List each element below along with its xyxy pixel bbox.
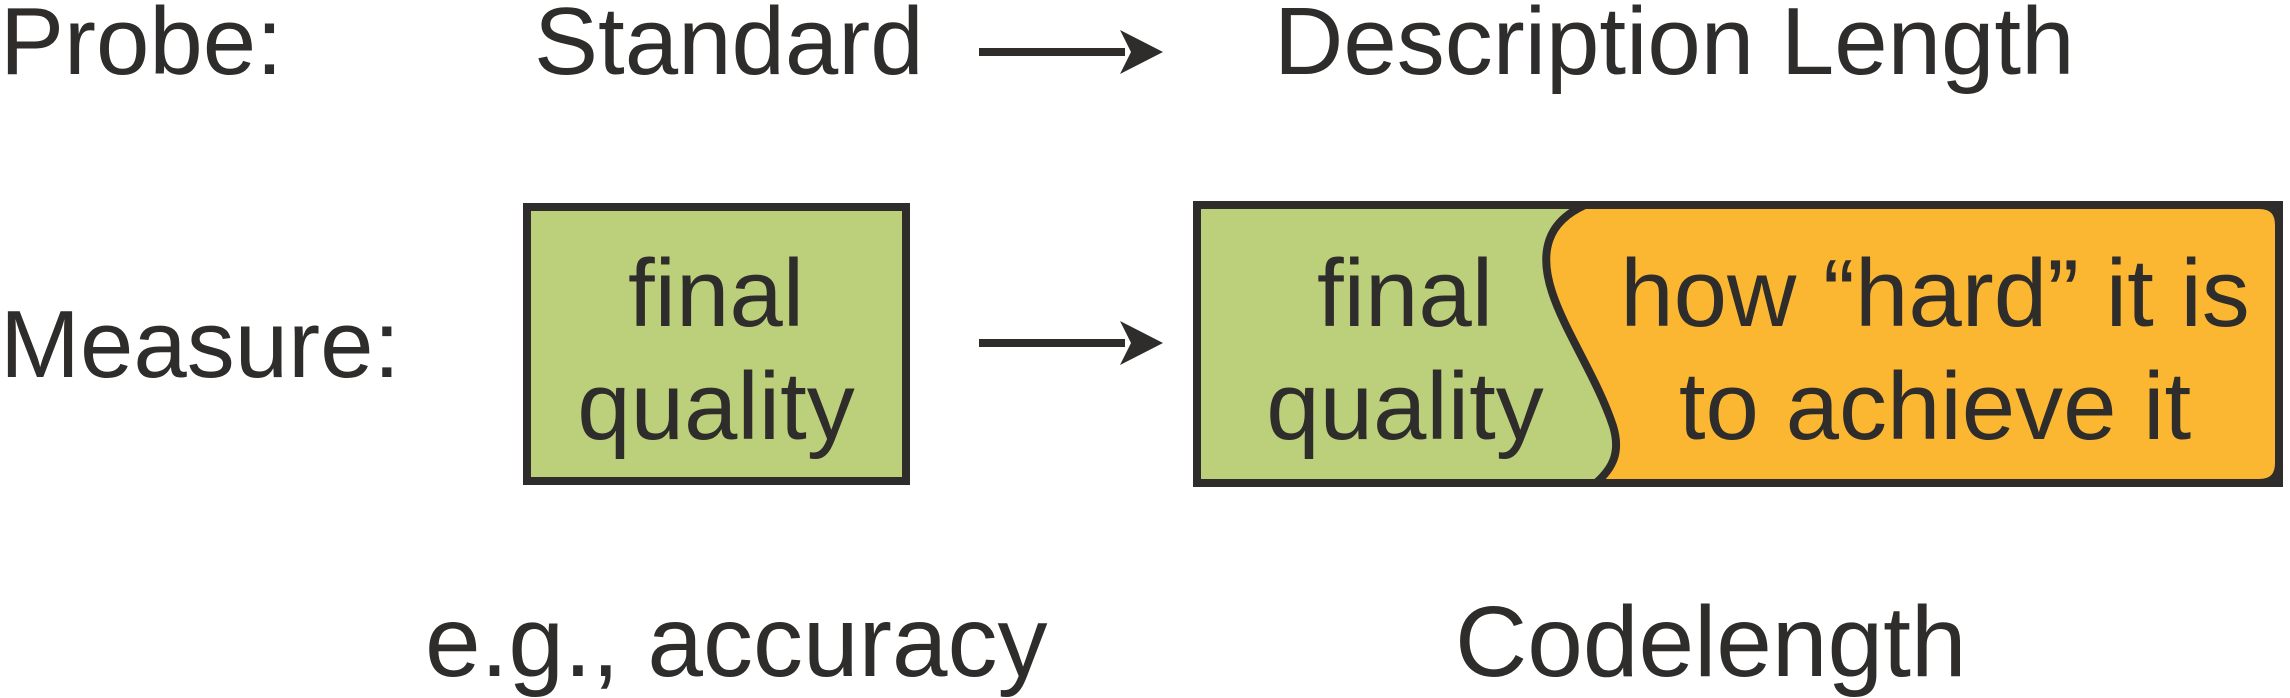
probe-standard-label: Standard <box>534 0 924 95</box>
standard-caption: e.g., accuracy <box>425 586 1048 698</box>
dl-orange-line1: how “hard” it is <box>1620 240 2250 347</box>
standard-measure-box <box>523 203 910 485</box>
dl-green-line2: quality <box>1266 353 1544 460</box>
dl-box-orange-text: how “hard” it is to achieve it <box>1590 237 2280 463</box>
measure-row-label: Measure: <box>0 291 401 398</box>
arrow-right-icon <box>979 321 1163 365</box>
probe-description-length-label: Description Length <box>1274 0 2075 95</box>
standard-box-line1: final <box>627 240 805 347</box>
probe-row-label: Probe: <box>0 0 283 95</box>
dl-box-orange-region <box>1542 201 2283 487</box>
dl-box-green-text: final quality <box>1220 237 1590 463</box>
dl-green-line1: final <box>1316 240 1494 347</box>
arrow-right-icon <box>979 30 1163 74</box>
dl-orange-line2: to achieve it <box>1678 353 2192 460</box>
description-length-measure-box <box>1193 201 2283 487</box>
description-length-caption: Codelength <box>1455 586 1967 698</box>
standard-box-line2: quality <box>577 353 855 460</box>
standard-measure-box-text: final quality <box>526 237 906 463</box>
